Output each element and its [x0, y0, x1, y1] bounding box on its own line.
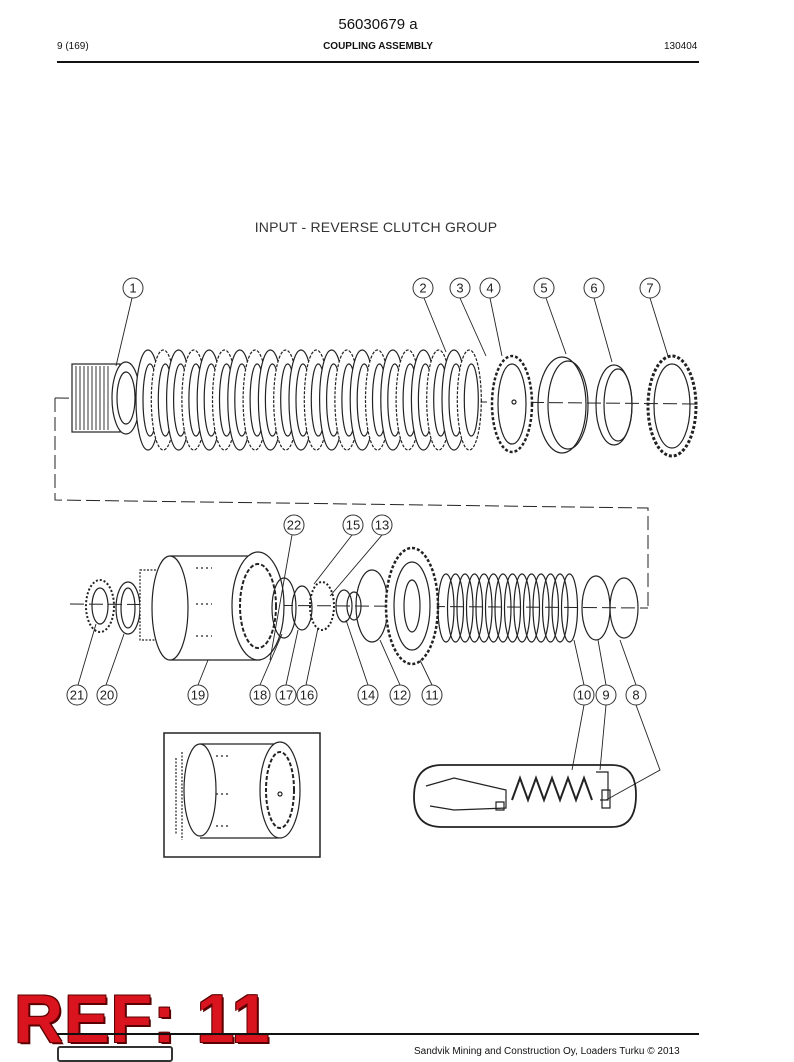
callout-label-15: 15	[346, 518, 360, 533]
company-logo	[57, 1046, 173, 1062]
spring-coil	[551, 573, 569, 643]
part-snap-ring-8	[609, 577, 639, 639]
spring-coil	[484, 573, 503, 643]
callout-label-8: 8	[632, 688, 639, 703]
part-gear-ring-4	[490, 354, 534, 454]
callout-label-1: 1	[129, 281, 136, 296]
callout-label-22: 22	[287, 518, 301, 533]
part-snap-ring-5	[537, 356, 587, 454]
callout-label-11: 11	[425, 688, 439, 703]
spring-coil	[475, 573, 493, 643]
callout-circle-11	[421, 684, 443, 706]
spring-coil	[446, 573, 465, 643]
spring-coil	[541, 573, 560, 643]
callout-label-21: 21	[70, 688, 84, 703]
callout-label-9: 9	[602, 688, 609, 703]
callout-label-14: 14	[361, 688, 375, 703]
callout-circle-5	[533, 277, 555, 299]
callout-circle-2	[412, 277, 434, 299]
callout-circle-14	[357, 684, 379, 706]
callout-label-2: 2	[419, 281, 426, 296]
callout-circle-3	[449, 277, 471, 299]
callout-circle-7	[639, 277, 661, 299]
callout-circle-1	[122, 277, 144, 299]
clutch-disc-stack-upper	[135, 349, 482, 451]
part-piston-11	[384, 546, 440, 666]
callout-label-3: 3	[456, 281, 463, 296]
clutch-disc-inner	[463, 363, 479, 437]
callout-label-13: 13	[375, 518, 389, 533]
callout-label-4: 4	[486, 281, 493, 296]
callout-circle-18	[249, 684, 271, 706]
part-washer-14	[335, 589, 353, 623]
spring-coil	[513, 573, 531, 643]
callout-label-19: 19	[191, 688, 205, 703]
reference-badge: REF: 11	[14, 981, 271, 1057]
part-ring-20	[115, 581, 141, 635]
callout-label-17: 17	[279, 688, 293, 703]
spring-coil	[503, 573, 522, 643]
callout-label-16: 16	[300, 688, 314, 703]
part-hub-1	[71, 361, 141, 435]
spring-coil	[456, 573, 474, 643]
figure-title: INPUT - REVERSE CLUTCH GROUP	[254, 219, 498, 235]
callout-circle-9	[595, 684, 617, 706]
callout-circle-13	[371, 514, 393, 536]
spring-coil	[437, 573, 455, 643]
callout-label-5: 5	[540, 281, 547, 296]
callout-circle-19	[187, 684, 209, 706]
callout-circle-6	[583, 277, 605, 299]
page-number: 9 (169)	[57, 41, 89, 52]
callout-circle-20	[96, 684, 118, 706]
footer-divider	[57, 1033, 699, 1035]
clutch-disc	[456, 349, 482, 451]
callout-circle-12	[389, 684, 411, 706]
callout-circle-4	[479, 277, 501, 299]
callout-circle-10	[573, 684, 595, 706]
callout-label-20: 20	[100, 688, 114, 703]
callout-label-12: 12	[393, 688, 407, 703]
spring-coil	[522, 573, 541, 643]
page-title: COUPLING ASSEMBLY	[323, 41, 433, 52]
callout-circle-21	[66, 684, 88, 706]
part-toothed-ring-7	[646, 354, 698, 458]
spring-coil	[560, 573, 579, 643]
spring-coil	[494, 573, 512, 643]
footer-copyright: Sandvik Mining and Construction Oy, Load…	[414, 1046, 680, 1057]
spring-coil	[465, 573, 484, 643]
part-ring-17	[291, 585, 313, 631]
spring-stack-10	[437, 573, 579, 643]
callout-label-7: 7	[646, 281, 653, 296]
callout-circle-16	[296, 684, 318, 706]
callout-label-6: 6	[590, 281, 597, 296]
header-divider	[57, 61, 699, 63]
spring-coil	[532, 573, 550, 643]
callout-label-10: 10	[577, 688, 591, 703]
callout-circle-22	[283, 514, 305, 536]
document-code: 130404	[664, 41, 698, 52]
callout-circle-17	[275, 684, 297, 706]
part-bearing-16	[309, 581, 335, 631]
part-bearing-21	[85, 579, 115, 633]
part-drum-19	[139, 551, 285, 661]
section-detail-view	[413, 764, 637, 828]
callout-circle-15	[342, 514, 364, 536]
document-number: 56030679 a	[338, 16, 418, 33]
inset-drum-detail	[163, 732, 321, 858]
callout-label-18: 18	[253, 688, 267, 703]
callout-circle-8	[625, 684, 647, 706]
